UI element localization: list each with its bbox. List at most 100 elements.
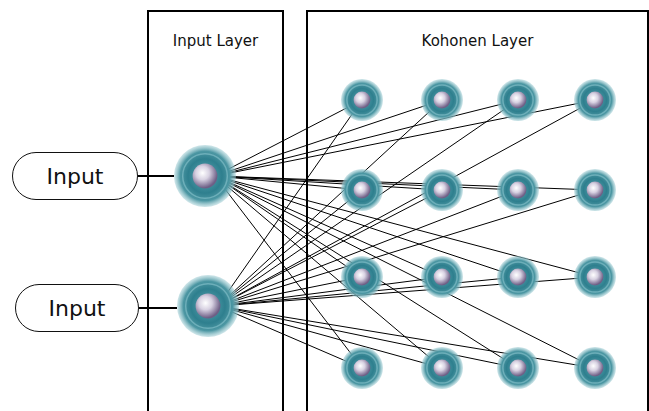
neuron-halo [497, 169, 539, 211]
neuron-halo [174, 145, 236, 207]
neuron-ring [427, 175, 457, 205]
neuron-ring [580, 85, 610, 115]
weight-line [218, 100, 518, 306]
neuron [421, 169, 463, 211]
neuron-core [587, 360, 604, 377]
layer-panel: Kohonen Layer [306, 10, 649, 411]
neuron-core [196, 294, 221, 319]
neuron-halo [341, 169, 383, 211]
input-label: Input [47, 164, 104, 189]
neuron-halo [497, 256, 539, 298]
neuron-core [354, 269, 371, 286]
neuron-halo [341, 256, 383, 298]
neuron-ring [580, 175, 610, 205]
neuron-halo [341, 79, 383, 121]
neuron [497, 256, 539, 298]
neuron [174, 145, 236, 207]
neuron [574, 169, 616, 211]
neuron-ring [347, 262, 377, 292]
weight-line [215, 176, 595, 368]
neuron [341, 169, 383, 211]
neuron-halo [574, 79, 616, 121]
neuron-core [510, 360, 527, 377]
neuron [574, 347, 616, 389]
weight-line [215, 100, 442, 176]
neurons [174, 79, 616, 389]
neuron-core [434, 92, 451, 109]
neuron-halo [341, 347, 383, 389]
neuron [497, 79, 539, 121]
neuron-ring [427, 262, 457, 292]
neuron [341, 79, 383, 121]
neuron-halo [421, 256, 463, 298]
weight-line [218, 306, 595, 368]
weight-lines [215, 100, 595, 368]
input-label: Input [49, 296, 106, 321]
neuron [177, 275, 239, 337]
neuron-ring [186, 284, 231, 329]
neuron-ring [347, 353, 377, 383]
neuron [341, 256, 383, 298]
neuron-core [434, 182, 451, 199]
weight-line [215, 100, 595, 176]
neuron-halo [574, 169, 616, 211]
neuron [421, 347, 463, 389]
layer-panel: Input Layer [147, 10, 284, 411]
neuron-ring [183, 154, 228, 199]
weight-line [218, 100, 362, 306]
neuron [497, 169, 539, 211]
weight-line [215, 176, 362, 277]
neuron-ring [427, 353, 457, 383]
neuron-ring [503, 353, 533, 383]
neuron [421, 256, 463, 298]
neuron-core [354, 360, 371, 377]
input-connector [139, 307, 147, 309]
layer-heading: Input Layer [149, 12, 282, 50]
neuron-lead [147, 175, 174, 177]
neuron-core [434, 269, 451, 286]
weight-line [218, 190, 595, 306]
neuron-halo [421, 347, 463, 389]
neuron-core [510, 92, 527, 109]
neuron-halo [421, 169, 463, 211]
neuron-core [354, 182, 371, 199]
neuron-ring [503, 175, 533, 205]
neuron-core [510, 182, 527, 199]
neuron-core [587, 182, 604, 199]
neuron-ring [503, 85, 533, 115]
neuron [421, 79, 463, 121]
weight-line [218, 306, 362, 368]
neuron-ring [580, 262, 610, 292]
neuron-core [193, 164, 218, 189]
input-connector [138, 175, 147, 177]
neuron [574, 256, 616, 298]
neuron-lead [147, 307, 177, 309]
weight-line [218, 277, 362, 306]
weight-line [218, 100, 595, 306]
neuron-core [587, 92, 604, 109]
neuron-ring [580, 353, 610, 383]
neuron-halo [497, 347, 539, 389]
layer-heading: Kohonen Layer [308, 12, 647, 50]
neuron-ring [503, 262, 533, 292]
weight-line [218, 190, 362, 306]
neuron [341, 347, 383, 389]
neuron-core [510, 269, 527, 286]
neuron-ring [347, 175, 377, 205]
neuron-ring [427, 85, 457, 115]
weight-line [215, 100, 362, 176]
neuron-halo [574, 256, 616, 298]
neuron-halo [497, 79, 539, 121]
neuron [497, 347, 539, 389]
neuron-halo [421, 79, 463, 121]
input-box: Input [12, 152, 138, 200]
neuron-core [434, 360, 451, 377]
input-box: Input [15, 284, 139, 332]
weight-line [218, 100, 442, 306]
neuron-ring [347, 85, 377, 115]
neuron-core [587, 269, 604, 286]
neuron [574, 79, 616, 121]
weight-line [218, 190, 442, 306]
